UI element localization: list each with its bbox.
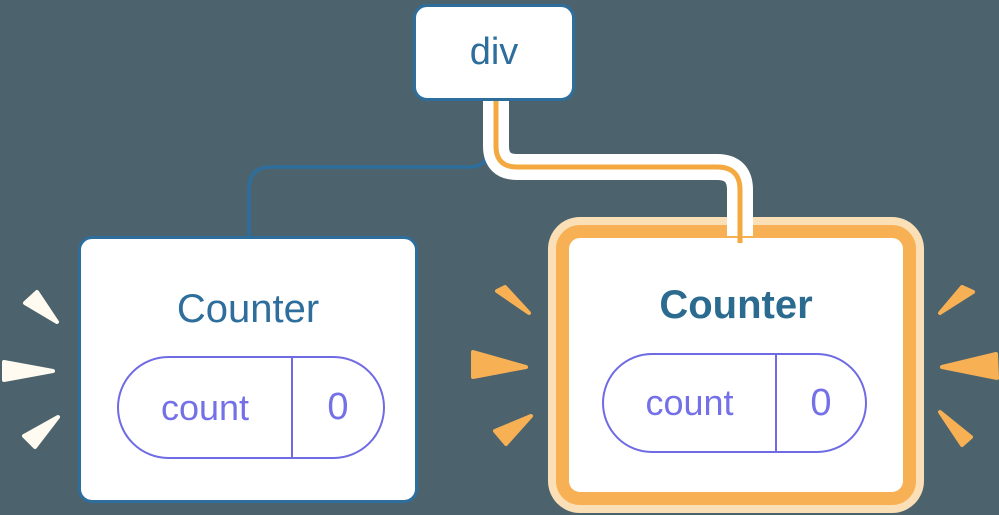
state-key-label: count [604, 355, 777, 451]
connector-right-edge [493, 100, 743, 243]
counter-card-highlighted: Counter count 0 [556, 225, 916, 505]
spark-burst-right-card-right [938, 285, 999, 447]
connector-left-edge [247, 100, 491, 240]
counter-title: Counter [659, 283, 813, 327]
spark-wedge-icon [471, 350, 528, 379]
spark-wedge-icon [938, 410, 973, 447]
spark-wedge-icon [938, 285, 975, 315]
state-pill: count 0 [602, 353, 867, 453]
state-pill: count 0 [117, 356, 385, 459]
spark-wedge-icon [495, 285, 531, 315]
spark-wedge-icon [940, 352, 999, 380]
counter-title: Counter [176, 287, 320, 331]
counter-card-plain: Counter count 0 [78, 236, 418, 503]
state-value-label: 0 [810, 381, 832, 424]
state-key-label: count [119, 358, 293, 457]
state-value-label: 0 [327, 386, 349, 428]
connector-right-halo [483, 100, 753, 236]
spark-wedge-icon [2, 360, 55, 382]
spark-wedge-icon [22, 415, 60, 449]
root-node: div [413, 4, 575, 101]
spark-wedge-icon [493, 414, 533, 446]
spark-wedge-icon [23, 290, 59, 324]
spark-burst-right-card-left [471, 285, 533, 446]
spark-burst-left-white [2, 290, 60, 449]
root-node-label: div [469, 31, 519, 73]
